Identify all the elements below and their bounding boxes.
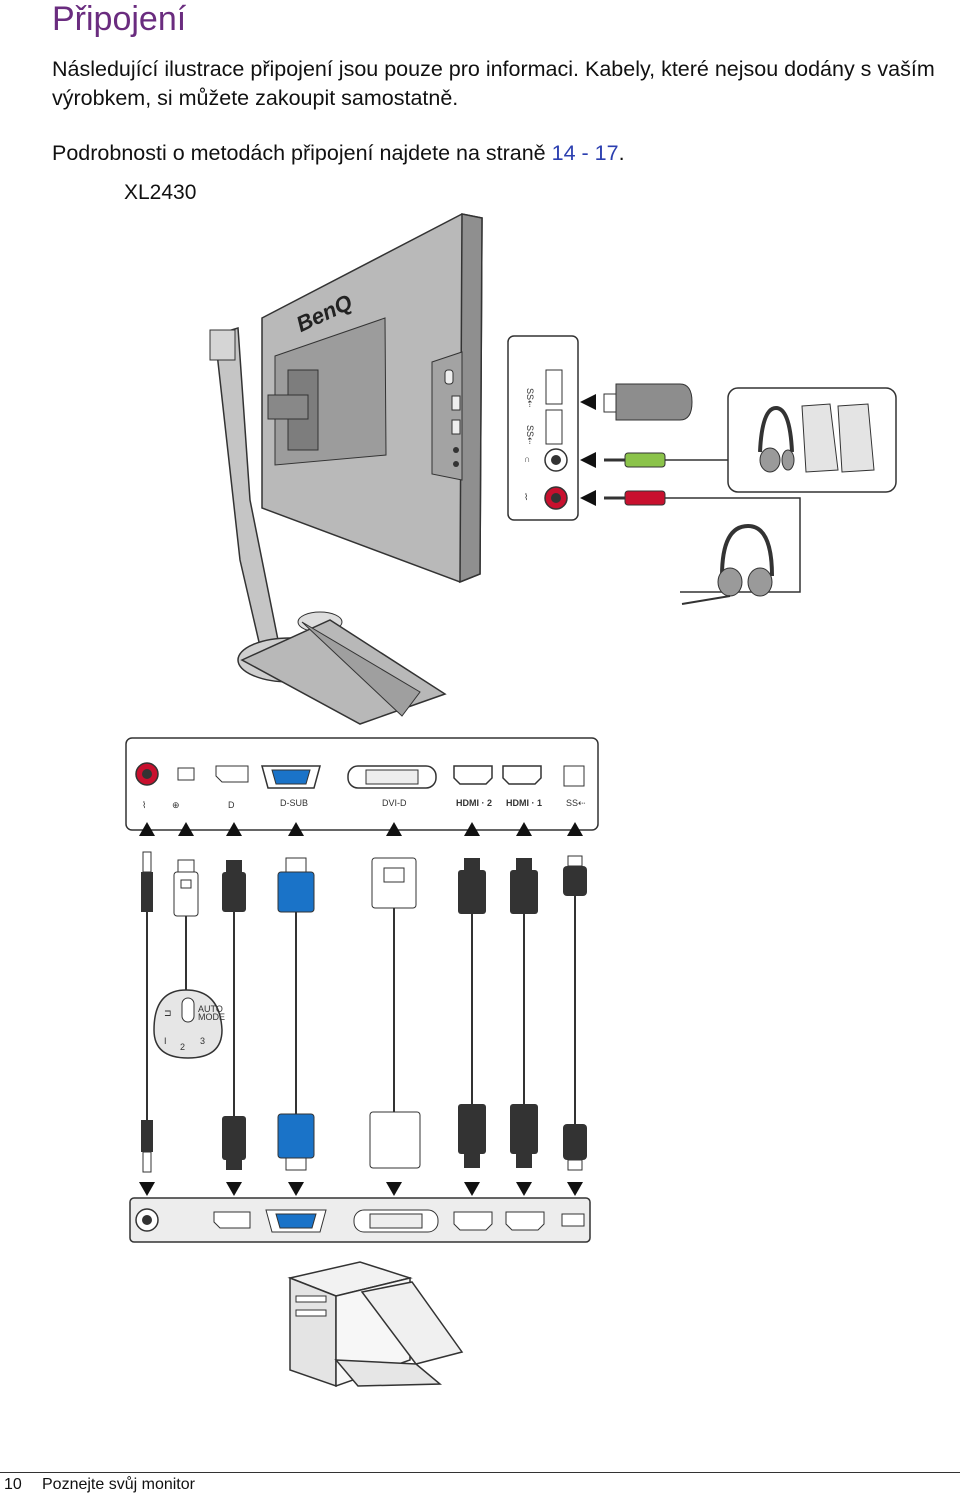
dsub-label: D-SUB (280, 798, 308, 808)
input-arrows (139, 822, 583, 836)
svg-text:SS⇠: SS⇠ (525, 425, 535, 445)
reference-paragraph: Podrobnosti o metodách připojení najdete… (52, 139, 625, 168)
reference-text: Podrobnosti o metodách připojení najdete… (52, 141, 552, 165)
page-number: 10 (4, 1476, 22, 1493)
switch-auto-label: AUTO (198, 1004, 223, 1014)
page-range-link[interactable]: 14 - 17 (551, 141, 619, 165)
headphones-speakers-box (665, 387, 897, 493)
usb-flash-drive-icon (603, 383, 693, 421)
svg-text:I: I (164, 1036, 167, 1046)
cable-plugs-top (141, 851, 587, 917)
side-port-panel: SS⇠ SS⇠ ∩ ⌇ (507, 335, 579, 521)
monitor-rear-illustration: BenQ (209, 213, 483, 725)
hdmi2-label: HDMI · 2 (456, 798, 492, 808)
svg-text:⌇: ⌇ (142, 800, 146, 810)
svg-text:⊐: ⊐ (164, 1008, 172, 1018)
footer-divider (0, 1472, 960, 1473)
footer-section-title: Poznejte svůj monitor (42, 1476, 195, 1493)
cable-plugs-bottom (141, 1104, 587, 1173)
svg-text:⌇: ⌇ (524, 492, 528, 502)
svg-text:⊕: ⊕ (172, 800, 180, 810)
svg-text:D: D (228, 800, 235, 810)
page-title: Připojení (52, 0, 187, 38)
s-switch-controller: AUTO MODE ⊐ I 2 3 (153, 989, 225, 1059)
connection-diagram: BenQ SS⇠ SS⇠ ∩ ⌇ (125, 213, 897, 1388)
model-name: XL2430 (124, 181, 197, 204)
svg-text:SS⇠: SS⇠ (525, 388, 535, 408)
svg-text:2: 2 (180, 1042, 185, 1052)
hdmi1-label: HDMI · 1 (506, 798, 542, 808)
computer-port-panel (129, 1197, 591, 1243)
usb-label: SS⇠ (566, 798, 586, 808)
computer-illustration (287, 1261, 464, 1388)
dvid-label: DVI-D (382, 798, 407, 808)
svg-text:∩: ∩ (524, 454, 530, 464)
intro-paragraph: Následující ilustrace připojení jsou pou… (52, 57, 935, 110)
audio-plugs (604, 452, 666, 506)
headset-box (665, 497, 801, 605)
output-arrows (139, 1182, 583, 1196)
input-port-panel: ⌇ ⊕ D D-SUB DVI-D HDMI · 2 HDMI · 1 SS⇠ (125, 737, 599, 831)
switch-mode-label: MODE (198, 1012, 225, 1022)
reference-suffix: . (618, 141, 625, 165)
side-arrows (580, 394, 596, 506)
svg-text:3: 3 (200, 1036, 205, 1046)
